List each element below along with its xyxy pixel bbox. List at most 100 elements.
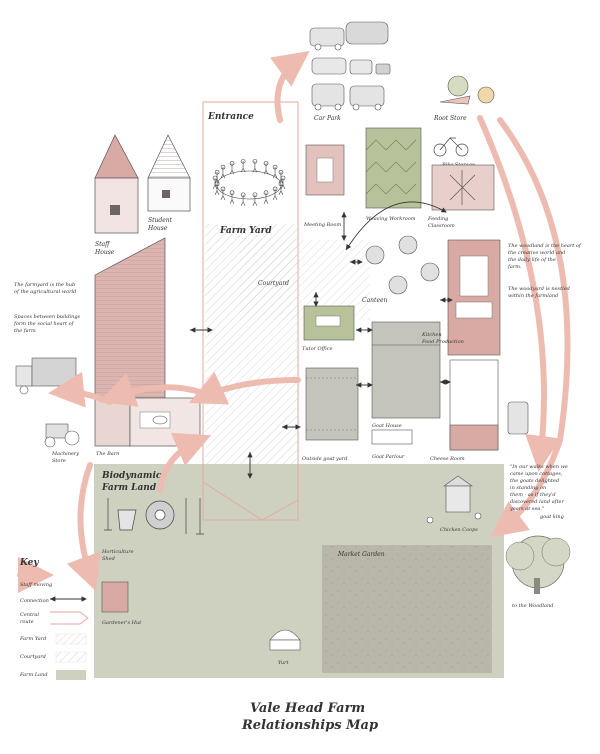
svg-text:came upon cottages,: came upon cottages, [510, 471, 563, 477]
goat-parlour [371, 429, 413, 445]
canteen-tables [365, 235, 440, 295]
svg-text:Connection: Connection [20, 598, 49, 604]
feeding-classroom-label-2: Classroom [428, 223, 455, 229]
svg-text:them - as if they'd: them - as if they'd [510, 492, 556, 498]
woodland-tree [505, 535, 571, 594]
gardeners-hut [101, 581, 129, 613]
svg-text:form the social heart of: form the social heart of [13, 321, 75, 327]
svg-text:"In our walks when we: "In our walks when we [510, 464, 568, 470]
person-figure [229, 190, 235, 204]
outside-goat-yard [305, 367, 359, 441]
machinery-store-label-2: Store [52, 458, 66, 464]
svg-text:the goats delighted: the goats delighted [510, 478, 559, 484]
the-barn [94, 237, 201, 447]
yurt [269, 629, 301, 651]
svg-text:discovered land after: discovered land after [510, 499, 564, 505]
note-farmyard: The farmyard is the hub of the agricultu… [14, 282, 76, 295]
kitchen-food-production [447, 239, 501, 356]
horticulture-shed-label-1: Horticulture [101, 549, 134, 555]
person-figure [214, 169, 220, 184]
person-figure [280, 175, 286, 190]
market-garden-speckle [322, 545, 492, 673]
map-title-line1: Vale Head Farm [250, 701, 365, 716]
bike-storage [433, 137, 469, 157]
chicken-coops-label: Chicken Coops [440, 527, 478, 533]
svg-text:Farm Land: Farm Land [19, 672, 48, 678]
yurt-label: Yurt [278, 660, 289, 666]
market-garden-label: Market Garden [337, 551, 385, 558]
car-park-vehicles [309, 21, 391, 111]
feeding-classroom [431, 164, 495, 211]
svg-text:Central: Central [20, 612, 39, 618]
person-figure [212, 175, 218, 190]
staff-house [94, 134, 139, 234]
svg-text:Staff moving: Staff moving [20, 582, 52, 588]
svg-text:in standing on: in standing on [510, 485, 546, 491]
farm-yard-label: Farm Yard [219, 226, 272, 236]
gathering-circle [212, 158, 286, 206]
student-house-label-1: Student [148, 217, 173, 224]
svg-text:the farm: the farm [14, 328, 36, 334]
meeting-room-label: Meeting Room [303, 222, 341, 228]
kitchen-label-1: Kitchen [421, 332, 442, 338]
svg-text:farm.: farm. [507, 264, 522, 270]
chicken-coops [426, 475, 482, 524]
note-spaces: Spaces between buildings form the social… [13, 314, 81, 334]
svg-text:of the agricultural world: of the agricultural world [14, 289, 76, 295]
biodynamic-label-1: Biodynamic [101, 471, 162, 481]
person-figure [229, 160, 235, 175]
kitchen-label-2: Food Production [421, 339, 464, 345]
entrance-funnel [202, 481, 299, 521]
student-house-label-2: House [147, 225, 168, 232]
person-figure [278, 169, 284, 184]
weaving-workroom [365, 127, 422, 209]
svg-text:years at sea.": years at sea." [509, 506, 544, 512]
lorry [15, 357, 77, 395]
person-figure [252, 192, 258, 206]
person-figure [263, 160, 269, 175]
tutor-office [303, 305, 355, 341]
svg-text:the daily life of the: the daily life of the [508, 257, 556, 263]
student-house [147, 134, 191, 212]
root-store-label: Root Store [433, 115, 467, 122]
map-title-line2: Relationships Map [241, 718, 378, 733]
person-figure [252, 158, 258, 173]
person-figure [220, 164, 226, 179]
goat-parlour-label: Goat Parlour [372, 454, 405, 460]
person-figure [272, 186, 278, 201]
courtyard-label: Courtyard [258, 280, 289, 287]
gardeners-hut-label: Gardener's Hut [102, 620, 142, 626]
car-park-label: Car Park [314, 115, 341, 122]
person-figure [240, 158, 246, 173]
machinery-store-label-1: Machinery [51, 451, 79, 457]
cheese-room [449, 359, 529, 451]
staff-house-label-2: House [94, 249, 115, 256]
canteen-label: Canteen [362, 297, 388, 304]
svg-text:The farmyard is the hub: The farmyard is the hub [14, 282, 75, 288]
horticulture-shed-label-2: Shed [102, 556, 115, 562]
connection-arrows [190, 201, 453, 479]
svg-text:Spaces between buildings: Spaces between buildings [14, 314, 81, 320]
note-woodland-heart: The woodland is the heart of the creativ… [507, 243, 582, 270]
goat-house [371, 321, 441, 419]
svg-text:Farm Yard: Farm Yard [19, 636, 46, 642]
svg-text:Courtyard: Courtyard [20, 654, 46, 660]
quote-note: "In our walks when we came upon cottages… [509, 464, 568, 520]
svg-text:within the farmland: within the farmland [508, 293, 558, 299]
note-woodland-nestled: The woodyard is nestled within the farml… [508, 286, 570, 299]
biodynamic-label-2: Farm Land [101, 483, 157, 493]
horticulture-tools [104, 498, 204, 535]
person-figure [240, 192, 246, 206]
tractor [44, 423, 80, 448]
goat-house-label: Goat House [372, 423, 402, 429]
tutor-office-label: Tutor Office [302, 346, 333, 352]
woodland-link-label: to the Woodland [512, 603, 553, 609]
map-key: Key Staff moving Connection Central rout… [19, 558, 89, 680]
root-store-vegetables [439, 75, 495, 105]
person-figure [263, 190, 269, 204]
svg-text:The woodyard is nestled: The woodyard is nestled [508, 286, 570, 292]
outside-goat-yard-label: Outside goat yard [302, 456, 347, 462]
feeding-classroom-label-1: Feeding [427, 216, 448, 222]
entrance-label: Entrance [207, 112, 254, 122]
